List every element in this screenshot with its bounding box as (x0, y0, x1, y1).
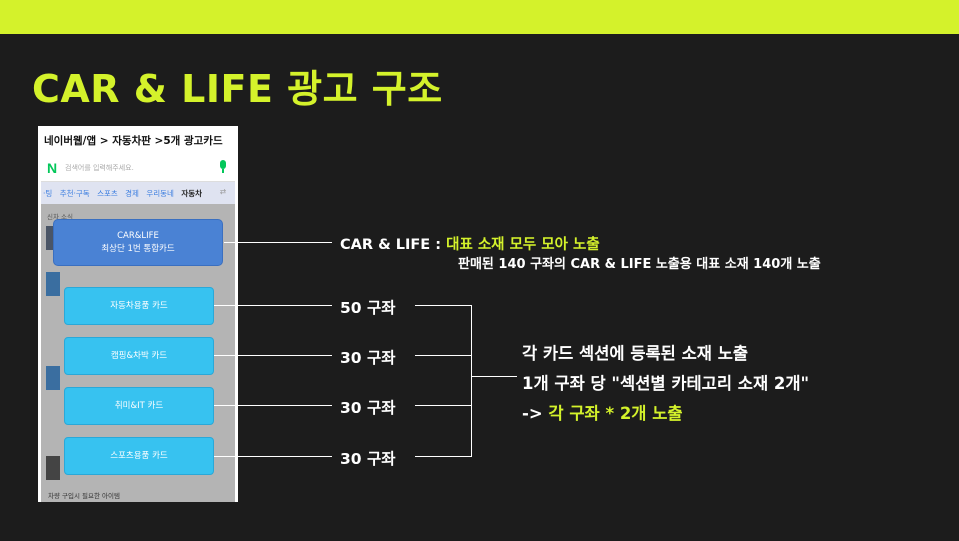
tab-item[interactable]: 스포츠 (97, 189, 118, 198)
bracket-line-2 (415, 355, 471, 356)
phone-search-placeholder: 검색어를 입력해주세요. (65, 164, 134, 172)
phone-section-label-bottom: 차량 구입시 필요한 아이템 (48, 492, 120, 500)
phone-section-label-top: 신차 소식 (47, 213, 73, 221)
page-title: CAR & LIFE 광고 구조 (32, 67, 443, 111)
card-main-line1: CAR&LIFE (117, 231, 159, 241)
card-main-line2: 최상단 1번 통합카드 (101, 244, 175, 254)
bracket-line-1 (415, 305, 471, 306)
phone-search-bar[interactable]: N 검색어를 입력해주세요. (41, 154, 235, 182)
bracket-line-4 (415, 456, 471, 457)
tab-item-car[interactable]: 자동차 (181, 189, 203, 198)
description-line-3: -> 각 구좌 * 2개 노출 (522, 400, 683, 424)
microphone-icon[interactable] (219, 160, 227, 174)
card-hobby-it[interactable]: 취미&IT 카드 (64, 387, 214, 425)
card-sports-goods[interactable]: 스포츠용품 카드 (64, 437, 214, 475)
slot-count-3: 30 구좌 (340, 399, 396, 417)
thumbnail-image (46, 366, 60, 390)
phone-caption: 네이버웹/앱 > 자동차판 >5개 광고카드 (38, 126, 238, 154)
tab-item[interactable]: 추천·구독 (59, 189, 90, 198)
naver-logo-icon: N (47, 160, 58, 176)
thumbnail-image (46, 456, 60, 480)
top-accent-bar (0, 0, 959, 34)
tab-item[interactable]: 경제 (125, 189, 139, 198)
description-line-3-prefix: -> (522, 404, 549, 423)
phone-tab-bar: ·팅 추천·구독 스포츠 경제 우리동네 자동차 ⇄ (41, 182, 235, 204)
connector-line-2 (214, 355, 332, 356)
slot-count-2: 30 구좌 (340, 349, 396, 367)
annotation-main-sub: 판매된 140 구좌의 CAR & LIFE 노출용 대표 소재 140개 노출 (458, 257, 821, 272)
tab-item[interactable]: ·팅 (43, 189, 53, 198)
description-line-2: 1개 구좌 당 "섹션별 카테고리 소재 2개" (522, 374, 810, 393)
connector-line-4 (214, 456, 332, 457)
bracket-line-3 (415, 405, 471, 406)
bracket-pointer (471, 376, 517, 377)
card-auto-goods[interactable]: 자동차용품 카드 (64, 287, 214, 325)
thumbnail-image (46, 272, 60, 296)
bracket-vertical (471, 305, 472, 457)
connector-line-main (224, 242, 332, 243)
connector-line-3 (214, 405, 332, 406)
description-line-3-highlight: 각 구좌 * 2개 노출 (548, 404, 683, 423)
slot-count-1: 50 구좌 (340, 299, 396, 317)
tab-item[interactable]: 우리동네 (146, 189, 174, 198)
swap-arrow-icon[interactable]: ⇄ (219, 187, 226, 196)
description-line-1: 각 카드 섹션에 등록된 소재 노출 (522, 344, 749, 363)
card-camping[interactable]: 캠핑&차박 카드 (64, 337, 214, 375)
connector-line-1 (214, 305, 332, 306)
annotation-main: CAR & LIFE : 대표 소재 모두 모아 노출 (340, 233, 600, 254)
annotation-main-highlight: 대표 소재 모두 모아 노출 (446, 237, 600, 253)
annotation-main-prefix: CAR & LIFE : (340, 237, 447, 253)
card-main-carlife[interactable]: CAR&LIFE 최상단 1번 통합카드 (53, 219, 223, 266)
slot-count-4: 30 구좌 (340, 450, 396, 468)
